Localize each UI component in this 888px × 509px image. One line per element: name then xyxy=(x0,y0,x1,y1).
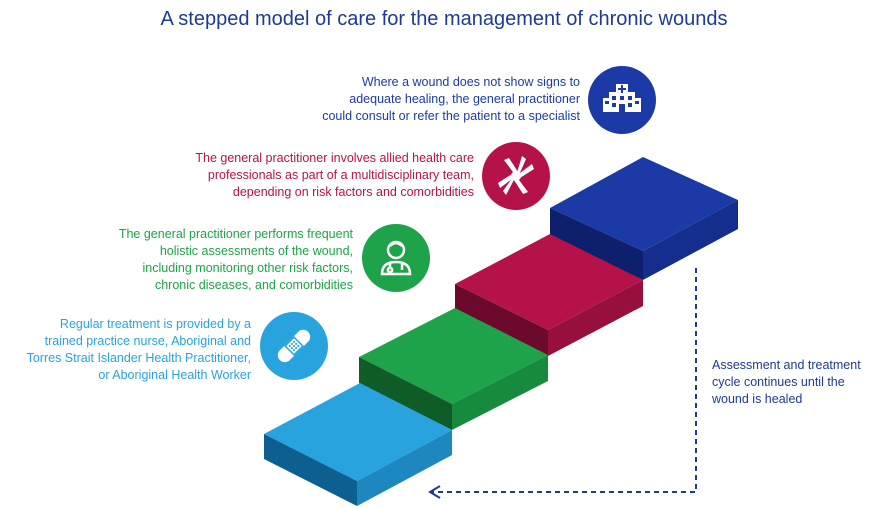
hospital-icon xyxy=(588,66,656,134)
step-2-text: The general practitioner performs freque… xyxy=(118,227,353,292)
bandage-icon xyxy=(260,312,328,380)
cycle-note: Assessment and treatment cycle continues… xyxy=(712,358,861,406)
step-3-block xyxy=(455,234,643,356)
diagram-title: A stepped model of care for the manageme… xyxy=(160,8,728,30)
team-hands-icon xyxy=(482,142,550,210)
step-2-block xyxy=(359,308,548,430)
doctor-icon xyxy=(362,224,430,292)
step-3-text: The general practitioner involves allied… xyxy=(195,151,474,199)
step-1-block xyxy=(264,383,452,506)
step-4-block xyxy=(550,157,738,280)
step-4-text: Where a wound does not show signs to ade… xyxy=(322,75,580,123)
cycle-arrow xyxy=(428,268,697,499)
step-1-text: Regular treatment is provided by a train… xyxy=(26,317,251,382)
